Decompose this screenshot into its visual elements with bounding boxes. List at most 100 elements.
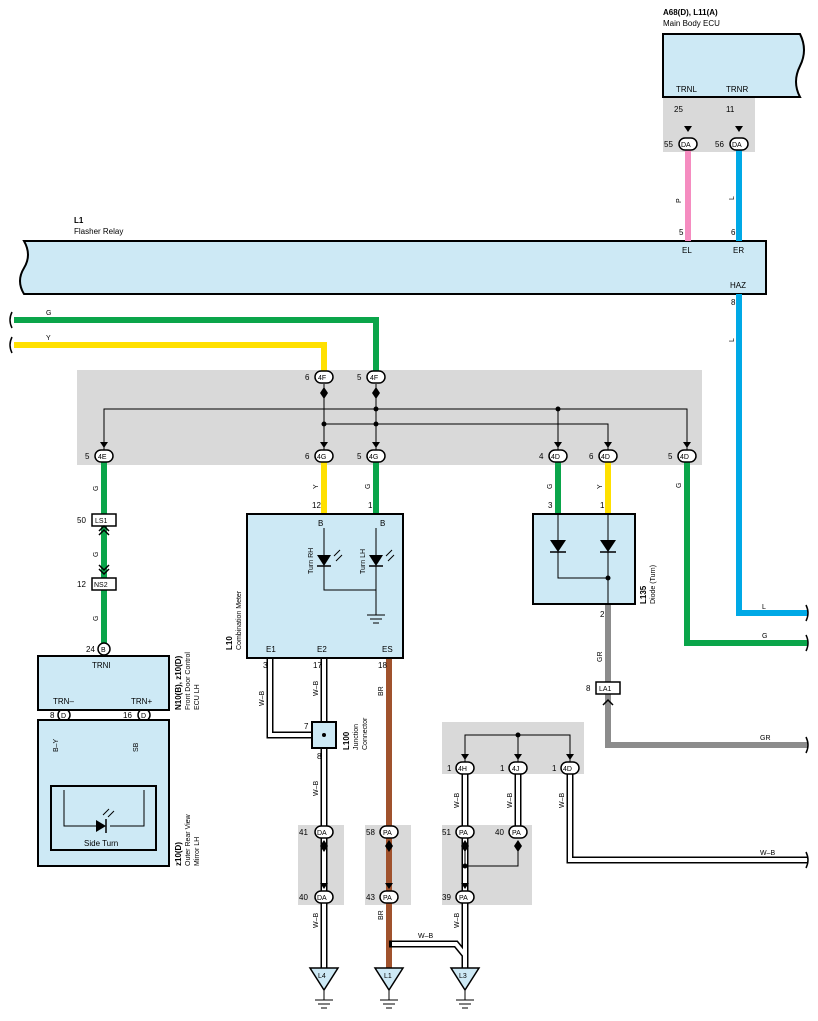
combination-meter: B B E1 E2 ES Turn RH Turn LH L10 Combina…: [225, 513, 404, 659]
turn-lh-led-icon: [369, 555, 383, 566]
svg-text:BR: BR: [378, 686, 385, 696]
svg-text:5: 5: [679, 228, 684, 237]
svg-text:3: 3: [263, 661, 268, 670]
relay-term-haz: HAZ: [730, 281, 746, 290]
svg-text:W–B: W–B: [259, 691, 266, 707]
meter-name: Combination Meter: [236, 590, 243, 650]
svg-text:1: 1: [368, 501, 373, 510]
wire-haz-blue: [736, 294, 808, 616]
connector-ovals: [57, 137, 749, 904]
svg-text:5: 5: [85, 452, 90, 461]
conn-4h: 4H: [458, 766, 467, 773]
meter-id: L10: [225, 636, 234, 650]
wire-break-marks: [9, 311, 809, 869]
svg-text:W–B: W–B: [313, 913, 320, 929]
svg-text:W–B: W–B: [418, 933, 434, 940]
meter-e1: E1: [266, 645, 276, 654]
svg-text:7: 7: [304, 722, 309, 731]
ecu-term-trnl: TRNL: [676, 85, 697, 94]
svg-text:2: 2: [600, 610, 605, 619]
conn-pa-40: PA: [512, 830, 521, 837]
conn-4g-g: 4G: [369, 454, 378, 461]
svg-text:25: 25: [674, 105, 683, 114]
diode-id: L135: [639, 585, 648, 604]
svg-text:L4: L4: [318, 973, 326, 980]
ns2-connector: NS2 12: [77, 564, 117, 591]
svg-text:GR: GR: [597, 652, 604, 663]
wire-diode-gray: [605, 604, 808, 748]
meter-es: ES: [382, 645, 393, 654]
svg-text:1: 1: [552, 764, 557, 773]
svg-text:4: 4: [539, 452, 544, 461]
conn-4f-y: 4F: [318, 375, 326, 382]
svg-text:G: G: [762, 633, 767, 640]
svg-text:11: 11: [726, 105, 735, 114]
meter-b2: B: [380, 519, 385, 528]
meter-b1: B: [318, 519, 323, 528]
wire-color-labels: P L L G Y G G G Y G G Y G GR W–B W–B BR …: [46, 196, 776, 940]
svg-text:40: 40: [299, 893, 308, 902]
door-ecu-id: N10(B), z10(D): [174, 655, 183, 710]
relay-term-el: EL: [682, 246, 692, 255]
la1-connector: LA1 8: [586, 681, 621, 706]
ecu-subtitle: Main Body ECU: [663, 19, 720, 28]
jconn-name: Junction: [353, 724, 360, 750]
mirror-name2: Mirror LH: [194, 837, 201, 866]
relay-name: Flasher Relay: [74, 227, 123, 236]
ground-block-lines: [462, 732, 571, 869]
junction-connector-l100: L100 Junction Connector: [311, 717, 369, 750]
svg-text:W–B: W–B: [760, 850, 776, 857]
door-ecu-trn-plus: TRN+: [131, 697, 152, 706]
junction-block-panel: [77, 370, 702, 465]
ls1-connector: LS1 50: [77, 513, 117, 536]
wire-wb-group: [266, 658, 808, 970]
door-ecu-name: Front Door Control: [185, 652, 192, 710]
svg-text:6: 6: [731, 228, 736, 237]
conn-4g-y: 4G: [317, 454, 326, 461]
svg-text:1: 1: [500, 764, 505, 773]
svg-text:8: 8: [317, 752, 322, 761]
conn-da-41: DA: [317, 830, 327, 837]
wire-feed-green: [14, 317, 379, 372]
turn-rh-led-icon: [317, 555, 331, 566]
svg-text:58: 58: [366, 828, 375, 837]
svg-text:L: L: [729, 196, 736, 200]
svg-text:8: 8: [50, 711, 55, 720]
svg-text:GR: GR: [760, 735, 771, 742]
svg-text:55: 55: [664, 140, 673, 149]
mirror-lamp-label: Side Turn: [84, 839, 118, 848]
pin-numbers: 25 11 55 56 5 6 8 6 5 5 6 5 4 6 5 12 1 3…: [50, 105, 736, 902]
svg-text:12: 12: [312, 501, 321, 510]
door-ecu-trn-minus: TRN–: [53, 697, 74, 706]
junction-internal-lines: [103, 384, 688, 450]
wire-4d-green-right: [684, 462, 808, 646]
diode-b-icon: [600, 540, 616, 552]
diode-a-icon: [550, 540, 566, 552]
door-ecu-name2: ECU LH: [194, 684, 201, 710]
conn-4e: 4E: [98, 454, 107, 461]
conn-b: B: [101, 647, 106, 654]
side-turn-led-icon: [96, 820, 106, 832]
svg-text:6: 6: [305, 452, 310, 461]
conn-4d-g: 4D: [551, 454, 560, 461]
svg-text:G: G: [93, 486, 100, 491]
conn-pa-43: PA: [383, 895, 392, 902]
svg-text:5: 5: [357, 452, 362, 461]
svg-text:LA1: LA1: [599, 686, 612, 693]
jconn-id: L100: [342, 731, 351, 750]
ecu-title: A68(D), L11(A): [663, 8, 718, 17]
conn-da-40: DA: [317, 895, 327, 902]
svg-text:16: 16: [123, 711, 132, 720]
conn-d-minus: D: [61, 713, 66, 720]
svg-text:G: G: [365, 484, 372, 489]
svg-text:1: 1: [600, 501, 605, 510]
svg-text:W–B: W–B: [454, 913, 461, 929]
wire-feed-yellow: [14, 342, 327, 372]
svg-text:L: L: [729, 338, 736, 342]
ground-l3: L3: [449, 967, 481, 1009]
diode-name: Diode (Turn): [650, 565, 657, 604]
conn-pa-51: PA: [459, 830, 468, 837]
svg-text:G: G: [46, 310, 51, 317]
svg-text:LS1: LS1: [95, 518, 108, 525]
